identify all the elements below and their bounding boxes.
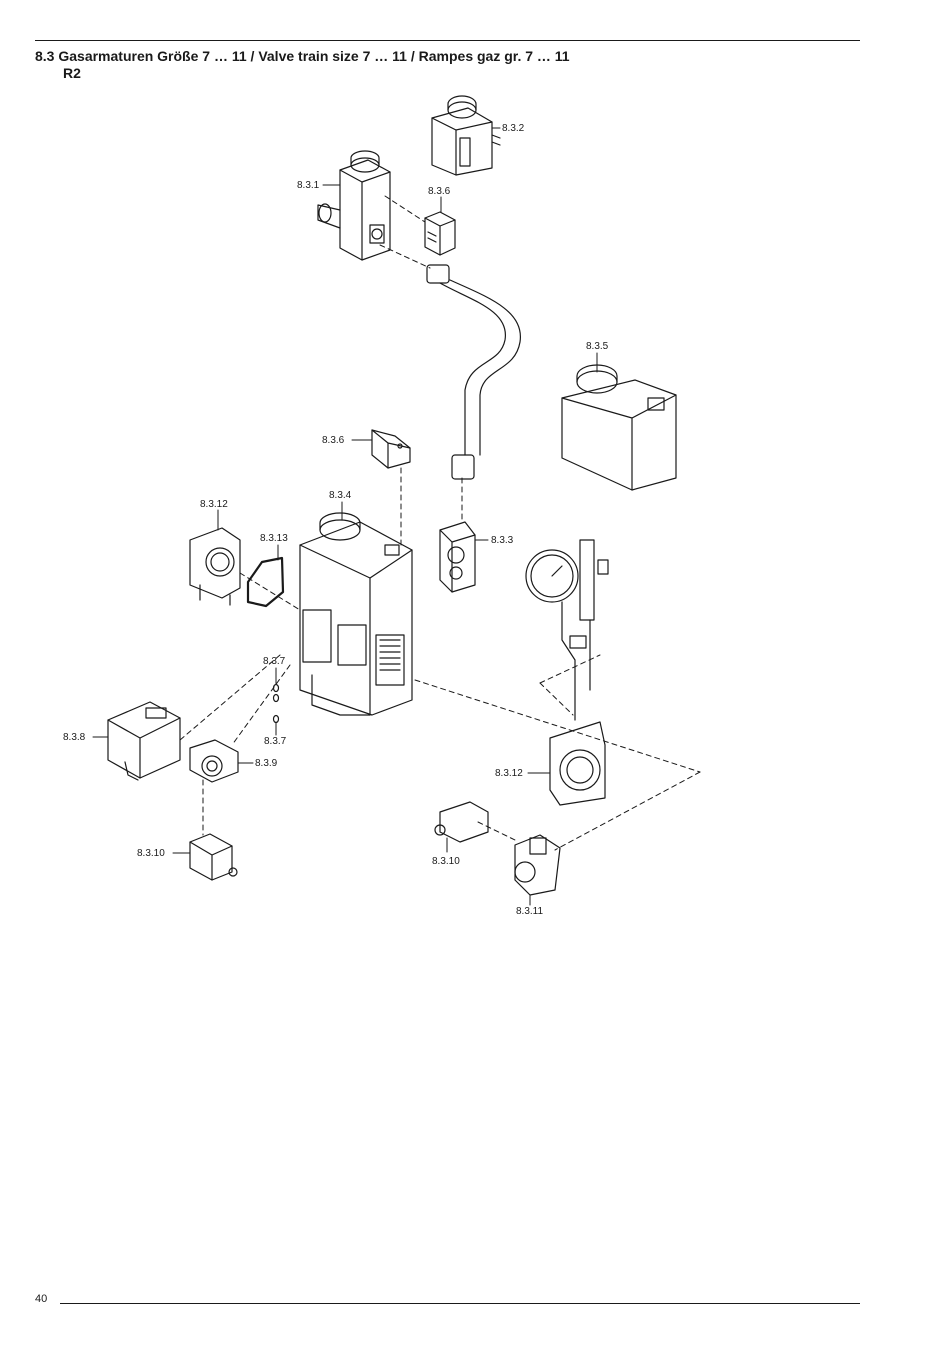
callout-labels: 8.3.1 8.3.2 8.3.6 8.3.5 8.3.6 8.3.4 8.3.… bbox=[63, 123, 609, 917]
flexible-hose bbox=[426, 264, 521, 480]
assembly-lines bbox=[179, 195, 701, 851]
label-8-3-10-left: 8.3.10 bbox=[137, 848, 165, 859]
label-8-3-7-bottom: 8.3.7 bbox=[264, 736, 287, 747]
label-8-3-5: 8.3.5 bbox=[586, 341, 609, 352]
part-8-3-13-gasket bbox=[246, 556, 285, 608]
label-8-3-7-top: 8.3.7 bbox=[263, 656, 286, 667]
label-8-3-2: 8.3.2 bbox=[502, 123, 525, 134]
label-8-3-9: 8.3.9 bbox=[255, 758, 278, 769]
part-8-3-1-valve bbox=[317, 150, 391, 261]
label-8-3-10-right: 8.3.10 bbox=[432, 856, 460, 867]
label-8-3-3: 8.3.3 bbox=[491, 535, 514, 546]
label-8-3-13: 8.3.13 bbox=[260, 533, 288, 544]
part-8-3-12-flange-right bbox=[549, 721, 606, 806]
label-8-3-12-left: 8.3.12 bbox=[200, 499, 228, 510]
label-8-3-6-top: 8.3.6 bbox=[428, 186, 451, 197]
part-8-3-9-connector bbox=[189, 739, 239, 783]
part-8-3-12-flange-left bbox=[189, 527, 241, 606]
label-8-3-11: 8.3.11 bbox=[516, 906, 543, 917]
part-8-3-10-plug-right bbox=[434, 801, 489, 843]
section-title: 8.3 Gasarmaturen Größe 7 … 11 / Valve tr… bbox=[35, 48, 570, 82]
label-8-3-6-mid: 8.3.6 bbox=[322, 435, 345, 446]
part-8-3-3-pressure-switch bbox=[439, 521, 476, 593]
pressure-gauge-assembly bbox=[525, 539, 609, 721]
footer-rule bbox=[60, 1303, 860, 1304]
part-8-3-6-plug-mid bbox=[371, 429, 411, 469]
part-8-3-8-actuator bbox=[107, 701, 181, 781]
label-8-3-8: 8.3.8 bbox=[63, 732, 86, 743]
part-8-3-10-plug-left bbox=[189, 833, 238, 881]
part-8-3-6-plug-top bbox=[424, 211, 456, 256]
label-8-3-12-right: 8.3.12 bbox=[495, 768, 523, 779]
section-title-line1: 8.3 Gasarmaturen Größe 7 … 11 / Valve tr… bbox=[35, 48, 570, 64]
part-8-3-11-solenoid bbox=[514, 834, 561, 896]
label-8-3-4: 8.3.4 bbox=[329, 490, 352, 501]
part-8-3-7-o-rings bbox=[272, 683, 280, 724]
header-rule bbox=[35, 40, 860, 41]
section-title-line2: R2 bbox=[63, 65, 81, 81]
page-number: 40 bbox=[35, 1293, 48, 1305]
label-8-3-1: 8.3.1 bbox=[297, 180, 320, 191]
part-8-3-5-cover bbox=[561, 364, 677, 491]
callout-leaders bbox=[92, 127, 598, 906]
part-8-3-2-coil bbox=[431, 95, 501, 176]
part-8-3-4-main-valve bbox=[299, 512, 413, 716]
